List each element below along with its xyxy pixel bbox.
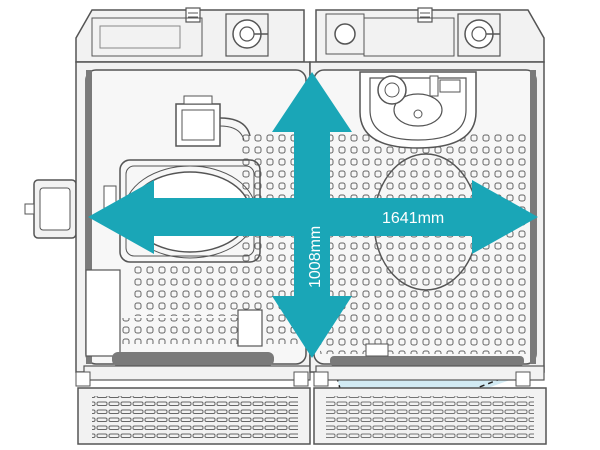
left-water-cap-frame <box>225 13 269 57</box>
width-label: 1641mm <box>382 210 444 227</box>
dimension-arrows: 1641mm 1008mm <box>88 72 538 358</box>
water-cap-icon <box>232 19 268 49</box>
sink-icon <box>359 71 477 149</box>
height-label: 1008mm <box>307 226 324 288</box>
left-vent <box>185 7 201 23</box>
horizontal-dimension-arrow <box>88 180 538 254</box>
left-threshold <box>112 352 274 366</box>
left-cabinet <box>85 269 121 357</box>
water-cap-icon <box>464 19 500 49</box>
